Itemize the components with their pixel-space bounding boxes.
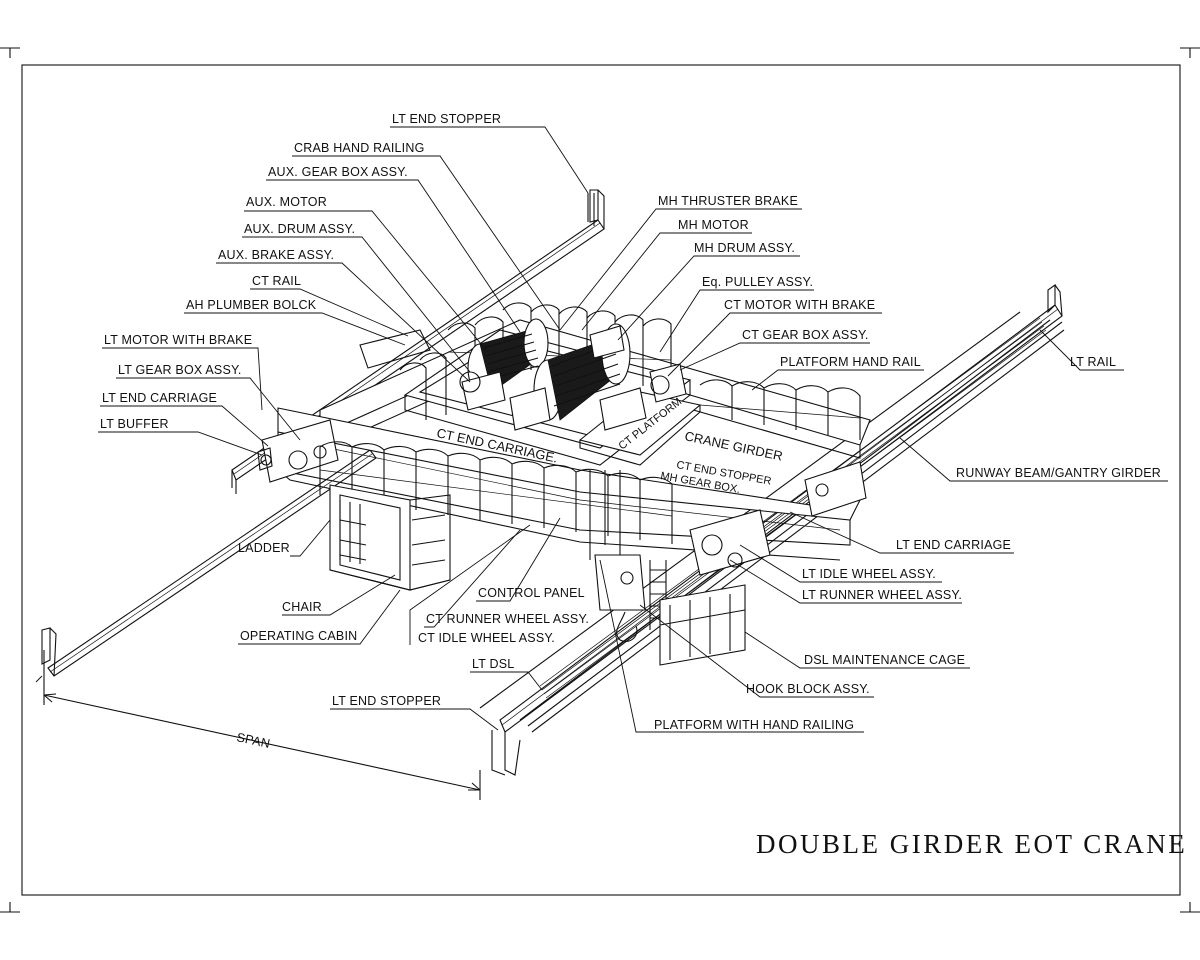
far-platform-hand-rail bbox=[699, 379, 861, 440]
label-lt-motor-brake: LT MOTOR WITH BRAKE bbox=[104, 333, 252, 347]
lt-rail-right bbox=[491, 319, 1065, 776]
label-mh-drum: MH DRUM ASSY. bbox=[694, 241, 795, 255]
label-aux-motor: AUX. MOTOR bbox=[246, 195, 327, 209]
label-lt-gear-box: LT GEAR BOX ASSY. bbox=[118, 363, 242, 377]
drawing-title: DOUBLE GIRDER EOT CRANE bbox=[756, 829, 1187, 859]
label-ct-idle-wheel: CT IDLE WHEEL ASSY. bbox=[418, 631, 555, 645]
label-lt-dsl: LT DSL bbox=[472, 657, 514, 671]
platform-hand-railing bbox=[319, 441, 673, 544]
motor-and-gearbox-blocks bbox=[459, 325, 687, 431]
span-dimension bbox=[43, 650, 481, 800]
leader-lines bbox=[35, 126, 1168, 733]
operating-cabin-shape bbox=[329, 484, 451, 591]
label-platform-hand-rail: PLATFORM HAND RAIL bbox=[780, 355, 921, 369]
label-control-panel: CONTROL PANEL bbox=[478, 586, 585, 600]
label-crab-hand-railing: CRAB HAND RAILING bbox=[294, 141, 425, 155]
label-aux-brake: AUX. BRAKE ASSY. bbox=[218, 248, 334, 262]
label-lt-buffer: LT BUFFER bbox=[100, 417, 169, 431]
label-crane-girder: CRANE GIRDER bbox=[683, 428, 784, 463]
label-ct-runner-wheel: CT RUNNER WHEEL ASSY. bbox=[426, 612, 589, 626]
label-span: SPAN bbox=[235, 730, 271, 751]
label-ladder: LADDER bbox=[238, 541, 290, 555]
label-ct-motor-brake: CT MOTOR WITH BRAKE bbox=[724, 298, 875, 312]
lt-end-carriage-right-shape bbox=[689, 461, 867, 576]
drawing-frame bbox=[0, 47, 1200, 913]
label-aux-gear-box: AUX. GEAR BOX ASSY. bbox=[268, 165, 408, 179]
label-operating-cabin: OPERATING CABIN bbox=[240, 629, 357, 643]
label-lt-end-stopper-bottom: LT END STOPPER bbox=[332, 694, 441, 708]
label-lt-end-stopper-top: LT END STOPPER bbox=[392, 112, 501, 126]
lt-end-carriage-left-shape bbox=[257, 419, 339, 483]
label-chair: CHAIR bbox=[282, 600, 322, 614]
dsl-maintenance-cage-shape bbox=[659, 584, 746, 666]
label-lt-end-carriage-left: LT END CARRIAGE bbox=[102, 391, 217, 405]
mh-drum-assy bbox=[533, 323, 631, 421]
label-ct-rail: CT RAIL bbox=[252, 274, 301, 288]
label-lt-idle-wheel: LT IDLE WHEEL ASSY. bbox=[802, 567, 936, 581]
label-eq-pulley: Eq. PULLEY ASSY. bbox=[702, 275, 813, 289]
label-ah-plumber: AH PLUMBER BOLCK bbox=[186, 298, 317, 312]
label-mh-thruster: MH THRUSTER BRAKE bbox=[658, 194, 798, 208]
label-aux-drum: AUX. DRUM ASSY. bbox=[244, 222, 355, 236]
callout-labels: LT END STOPPER CRAB HAND RAILING AUX. GE… bbox=[100, 112, 1161, 751]
label-dsl-cage: DSL MAINTENANCE CAGE bbox=[804, 653, 965, 667]
label-runway-beam: RUNWAY BEAM/GANTRY GIRDER bbox=[956, 466, 1161, 480]
label-hook-block: HOOK BLOCK ASSY. bbox=[746, 682, 870, 696]
label-platform-with-railing: PLATFORM WITH HAND RAILING bbox=[654, 718, 854, 732]
label-lt-runner-wheel: LT RUNNER WHEEL ASSY. bbox=[802, 588, 962, 602]
label-lt-rail: LT RAIL bbox=[1070, 355, 1116, 369]
label-lt-end-carriage-right: LT END CARRIAGE bbox=[896, 538, 1011, 552]
label-ct-gear-box: CT GEAR BOX ASSY. bbox=[742, 328, 869, 342]
label-mh-motor: MH MOTOR bbox=[678, 218, 749, 232]
lt-end-stopper-top-shape bbox=[587, 193, 595, 226]
